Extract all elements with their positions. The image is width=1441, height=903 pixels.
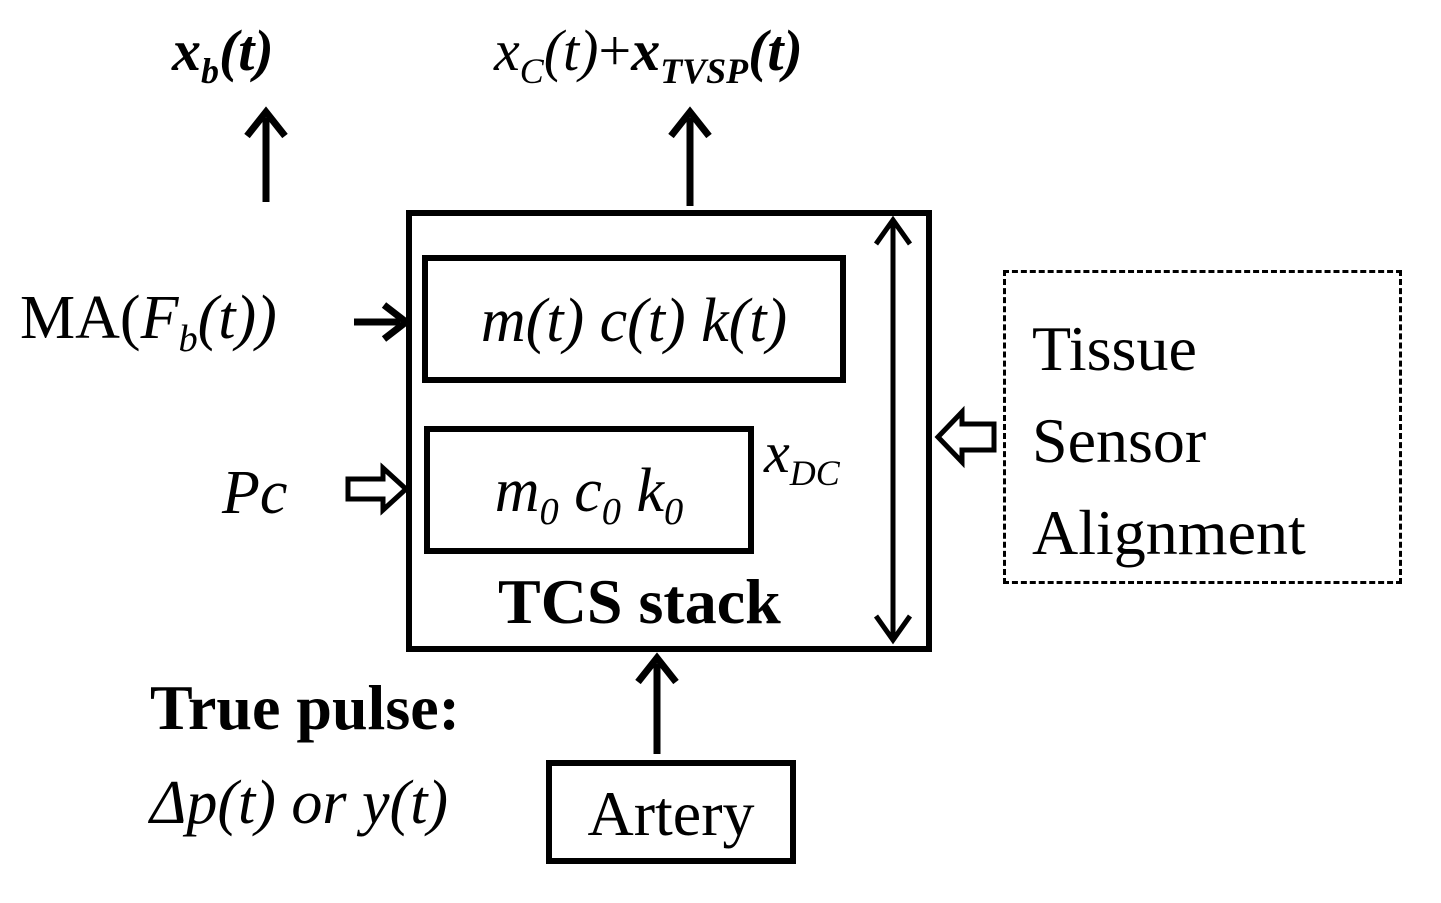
static-params-box [424, 426, 754, 554]
artery-label: Artery [587, 778, 755, 849]
c0-var: c [574, 457, 602, 525]
xtvsp-arg: (t) [748, 18, 803, 83]
xb-var: x [172, 18, 201, 83]
ma-sub: b [178, 318, 198, 361]
tcs-stack-box [406, 210, 932, 652]
k0-sub: 0 [664, 491, 684, 534]
xb-output-label: xb(t) [172, 22, 274, 89]
xb-output-arrow [244, 106, 288, 202]
true-pulse-expression: Δp(t) or y(t) [150, 769, 449, 837]
xdc-sub: DC [789, 452, 840, 493]
alignment-input-arrow [934, 405, 997, 469]
k0-var: k [636, 457, 665, 525]
tissue-sensor-alignment-box [1003, 270, 1402, 584]
ma-input-label: MA(Fb(t)) [20, 284, 277, 359]
tissue-sensor-alignment-label: Tissue Sensor Alignment [1032, 303, 1306, 579]
ma-prefix: MA( [20, 284, 141, 352]
dynamic-params-label: m(t) c(t) k(t) [480, 287, 788, 355]
xdc-double-arrow [873, 215, 913, 645]
xc-output-arrow [668, 106, 712, 206]
xb-arg: (t) [218, 18, 274, 83]
artery-box [546, 760, 796, 864]
dynamic-params-box [422, 255, 846, 383]
ma-arg: (t)) [197, 284, 277, 352]
xc-var: x [494, 18, 520, 83]
m0-var: m [494, 457, 540, 525]
alignment-line-3: Alignment [1032, 497, 1306, 568]
alignment-line-2: Sensor [1032, 405, 1207, 476]
c0-sub: 0 [601, 491, 621, 534]
ma-input-arrow [354, 302, 412, 342]
alignment-line-1: Tissue [1032, 313, 1197, 384]
true-pulse-heading: True pulse: [150, 672, 460, 743]
ma-var: F [140, 284, 179, 352]
pc-input-arrow [345, 462, 410, 516]
m0-sub: 0 [539, 491, 559, 534]
xdc-label: xDC [764, 424, 840, 491]
xb-sub: b [201, 50, 219, 91]
xc-arg: (t) [543, 18, 599, 83]
xc-xtvsp-output-label: xC(t)+xTVSP(t) [494, 22, 803, 89]
xtvsp-var: x [631, 18, 661, 83]
xdc-var: x [764, 420, 790, 485]
pc-input-label: Pc [222, 459, 288, 527]
xc-sub: C [519, 50, 544, 91]
artery-arrow [635, 652, 679, 754]
tcs-stack-label: TCS stack [498, 566, 781, 637]
xtvsp-sub: TVSP [660, 50, 749, 91]
plus-sign: + [598, 18, 632, 83]
static-params-label: m0 c0 k0 [424, 457, 754, 532]
